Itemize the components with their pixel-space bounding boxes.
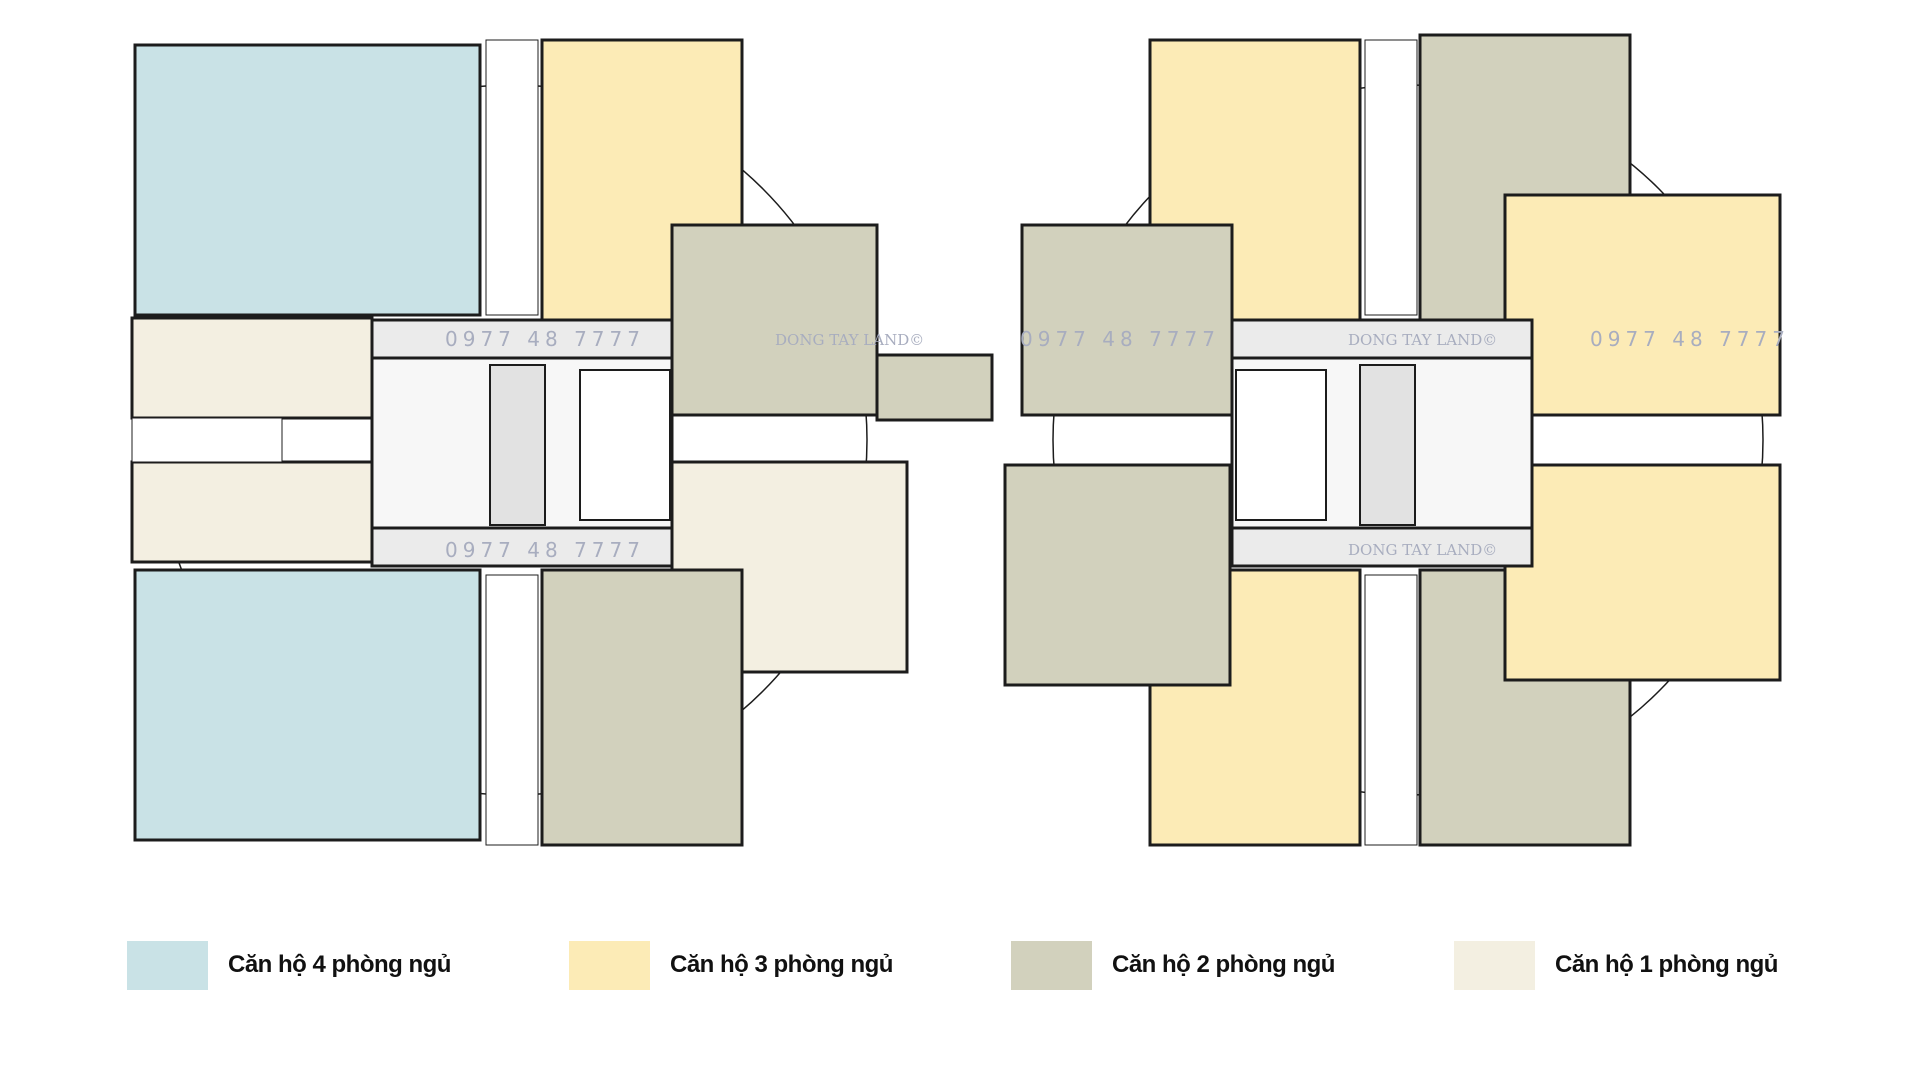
unit-1br-left-bottom xyxy=(130,460,374,564)
unit-2br-right xyxy=(670,223,879,417)
watermark-phone: 0977 48 7777 xyxy=(1020,327,1220,351)
watermark-brand: DONG TAY LAND© xyxy=(1348,331,1497,349)
stairs xyxy=(579,369,671,521)
legend-label: Căn hộ 3 phòng ngủ xyxy=(670,951,893,978)
legend-item-4br: Căn hộ 4 phòng ngủ xyxy=(127,940,451,990)
legend-swatch xyxy=(569,940,650,990)
right-tower xyxy=(1003,33,1782,847)
watermark-phone: 0977 48 7777 xyxy=(445,327,645,351)
legend-item-1br: Căn hộ 1 phòng ngủ xyxy=(1454,940,1778,990)
watermark-brand: DONG TAY LAND© xyxy=(775,331,924,349)
bridge xyxy=(875,353,994,422)
legend: Căn hộ 4 phòng ngủ Căn hộ 3 phòng ngủ Că… xyxy=(0,940,1920,990)
void xyxy=(1364,39,1418,316)
legend-item-3br: Căn hộ 3 phòng ngủ xyxy=(569,940,893,990)
corridor-bottom xyxy=(1230,526,1534,568)
legend-label: Căn hộ 4 phòng ngủ xyxy=(228,951,451,978)
legend-label: Căn hộ 1 phòng ngủ xyxy=(1555,951,1778,978)
balcony-gap xyxy=(131,417,283,463)
void xyxy=(485,39,539,316)
unit-1br-left-top xyxy=(130,316,374,420)
watermark-phone: 0977 48 7777 xyxy=(445,538,645,562)
stairs xyxy=(1235,369,1327,521)
elevator xyxy=(489,364,546,526)
unit-3br-right-bottom xyxy=(1503,463,1782,682)
left-tower xyxy=(130,38,909,847)
corridor-top xyxy=(370,318,674,360)
legend-swatch xyxy=(127,940,208,990)
void xyxy=(1364,574,1418,846)
legend-label: Căn hộ 2 phòng ngủ xyxy=(1112,951,1335,978)
watermark-phone: 0977 48 7777 xyxy=(1590,327,1790,351)
unit-4br-top xyxy=(133,43,482,317)
unit-2br-left-top xyxy=(1020,223,1234,417)
floor-plan: 0977 48 7777 0977 48 7777 0977 48 7777 0… xyxy=(130,33,1790,847)
void xyxy=(485,574,539,846)
legend-item-2br: Căn hộ 2 phòng ngủ xyxy=(1011,940,1335,990)
unit-2br-bottom xyxy=(540,568,744,847)
elevator xyxy=(1359,364,1416,526)
watermark-brand: DONG TAY LAND© xyxy=(1348,541,1497,559)
legend-swatch xyxy=(1011,940,1092,990)
unit-2br-left-bottom xyxy=(1003,463,1232,687)
unit-3br-right-top xyxy=(1503,193,1782,417)
legend-swatch xyxy=(1454,940,1535,990)
unit-4br-bottom xyxy=(133,568,482,842)
